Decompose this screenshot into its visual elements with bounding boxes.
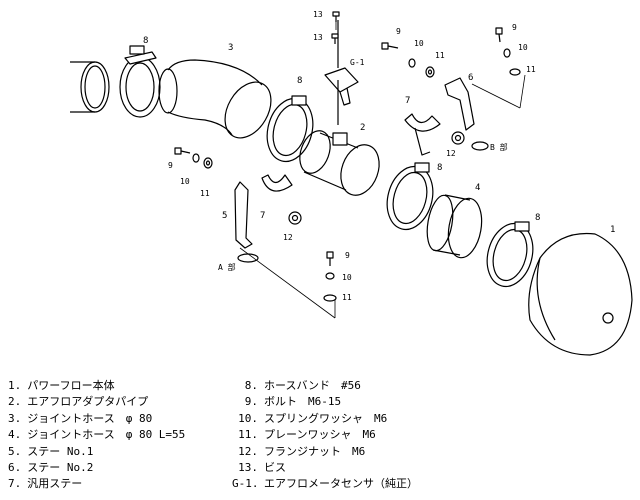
label-part-8-right: 8 xyxy=(535,213,540,223)
parts-legend-right: 8. ホースバンド #56 9. ボルト M6-15 10. スプリングワッシャ M6… xyxy=(232,378,418,493)
stay-no1-5 xyxy=(234,181,259,263)
label-part-11-left: 11 xyxy=(200,189,210,198)
legend-item: 3. ジョイントホース φ 80 xyxy=(8,411,185,427)
label-part-13-top: 13 xyxy=(313,10,323,19)
label-part-3: 3 xyxy=(228,43,233,53)
label-part-6: 6 xyxy=(468,73,473,83)
label-part-10-upper-right: 10 xyxy=(518,43,528,52)
legend-number: 3. xyxy=(8,411,22,425)
parts-legend-left: 1. パワーフロー本体 2. エアフロアダプタパイプ 3. ジョイントホース φ 80… xyxy=(8,378,185,493)
legend-text: ボルト M6-15 xyxy=(264,395,342,409)
universal-stay-7-right xyxy=(404,113,441,156)
universal-stay-7-left xyxy=(261,174,293,192)
legend-number: 8. xyxy=(244,379,258,392)
hose-clamp-8-middle xyxy=(266,95,314,163)
legend-text: ジョイントホース φ 80 xyxy=(27,411,153,425)
legend-text: パワーフロー本体 xyxy=(27,379,115,392)
stay-no2-6 xyxy=(444,77,489,151)
joint-hose-short-4 xyxy=(426,194,483,259)
hose-clamp-8-center xyxy=(386,162,434,231)
airflow-sensor-g1 xyxy=(324,20,359,125)
legend-text: ホースバンド #56 xyxy=(264,379,361,392)
screw-13 xyxy=(331,11,340,44)
legend-text: ビス xyxy=(264,461,286,475)
label-part-7-right: 7 xyxy=(405,96,410,106)
legend-item: 13. ビス xyxy=(232,460,418,476)
label-part-2: 2 xyxy=(360,123,365,133)
label-part-12-left: 12 xyxy=(283,233,293,242)
legend-item: 6. ステー No.2 xyxy=(8,460,185,476)
legend-number: 6. xyxy=(8,461,22,475)
legend-text: エアフロアダプタパイプ xyxy=(27,395,149,409)
legend-number: G-1. xyxy=(232,477,259,491)
legend-number: 11. xyxy=(238,428,258,442)
power-flow-body-1 xyxy=(528,232,633,356)
label-g1: G-1 xyxy=(350,58,365,67)
label-part-9-upper-right: 9 xyxy=(512,23,517,32)
legend-text: フランジナット M6 xyxy=(264,444,366,458)
legend-item: G-1. エアフロメータセンサ（純正） xyxy=(232,476,418,492)
label-part-8-left: 8 xyxy=(143,36,148,46)
legend-number: 5. xyxy=(8,444,22,458)
label-part-1: 1 xyxy=(610,225,615,235)
legend-text: エアフロメータセンサ（純正） xyxy=(264,477,418,491)
legend-number: 4. xyxy=(8,428,22,442)
flange-nut-12-left xyxy=(288,211,302,225)
label-part-11-lower: 11 xyxy=(342,293,352,302)
label-part-11-top: 11 xyxy=(435,51,445,60)
airflow-adapter-pipe-2 xyxy=(299,130,380,196)
label-part-12-right: 12 xyxy=(446,149,456,158)
label-part-5: 5 xyxy=(222,211,227,221)
legend-item: 12. フランジナット M6 xyxy=(232,444,418,460)
label-part-9-top: 9 xyxy=(396,27,401,36)
legend-number: 7. xyxy=(8,477,22,491)
label-part-7-left: 7 xyxy=(260,211,265,221)
legend-text: 汎用ステー xyxy=(27,477,83,491)
label-part-13-second: 13 xyxy=(313,33,323,42)
bolt-set-lower-center xyxy=(323,251,337,302)
legend-number: 2. xyxy=(8,395,22,409)
label-part-8-middle: 8 xyxy=(297,76,302,86)
legend-text: ジョイントホース φ 80 L=55 xyxy=(27,428,186,442)
flange-nut-12-right xyxy=(451,131,465,145)
legend-number: 9. xyxy=(244,395,258,409)
leader-lines xyxy=(239,22,526,319)
legend-item: 11. プレーンワッシャ M6 xyxy=(232,427,418,443)
legend-item: 4. ジョイントホース φ 80 L=55 xyxy=(8,427,185,443)
legend-number: 10. xyxy=(238,411,258,425)
label-part-10-lower: 10 xyxy=(342,273,352,282)
legend-item: 7. 汎用ステー xyxy=(8,476,185,492)
joint-hose-elbow-3 xyxy=(158,59,272,139)
exploded-parts-diagram: 1 2 3 4 5 6 7 7 8 8 8 8 9 9 9 9 10 10 10… xyxy=(70,10,633,356)
legend-item: 8. ホースバンド #56 xyxy=(232,378,418,394)
bolt-set-top xyxy=(381,42,435,78)
hose-clamp-8-left xyxy=(119,45,161,118)
label-part-11-upper-right: 11 xyxy=(526,65,536,74)
callout-labels: 1 2 3 4 5 6 7 7 8 8 8 8 9 9 9 9 10 10 10… xyxy=(143,10,615,302)
legend-item: 10. スプリングワッシャ M6 xyxy=(232,411,418,427)
label-part-4: 4 xyxy=(475,183,480,193)
legend-text: ステー No.1 xyxy=(27,444,94,458)
legend-number: 1. xyxy=(8,379,22,392)
label-part-8-center: 8 xyxy=(437,163,442,173)
legend-item: 2. エアフロアダプタパイプ xyxy=(8,394,185,410)
intake-pipe xyxy=(70,61,110,113)
legend-item: 1. パワーフロー本体 xyxy=(8,378,185,394)
label-part-10-left: 10 xyxy=(180,177,190,186)
label-part-10-top: 10 xyxy=(414,39,424,48)
hose-clamp-8-right xyxy=(486,221,534,288)
bolt-set-left xyxy=(174,147,213,169)
legend-item: 5. ステー No.1 xyxy=(8,444,185,460)
label-part-9-left: 9 xyxy=(168,161,173,170)
bolt-set-upper-right xyxy=(495,27,521,76)
legend-number: 13. xyxy=(238,461,258,475)
label-part-9-lower: 9 xyxy=(345,251,350,260)
label-part-a: A 部 xyxy=(218,262,236,272)
legend-item: 9. ボルト M6-15 xyxy=(232,394,418,410)
label-part-b: B 部 xyxy=(490,142,508,152)
legend-text: スプリングワッシャ M6 xyxy=(264,411,388,425)
legend-text: ステー No.2 xyxy=(27,461,94,475)
legend-number: 12. xyxy=(238,444,258,458)
legend-text: プレーンワッシャ M6 xyxy=(264,428,376,442)
